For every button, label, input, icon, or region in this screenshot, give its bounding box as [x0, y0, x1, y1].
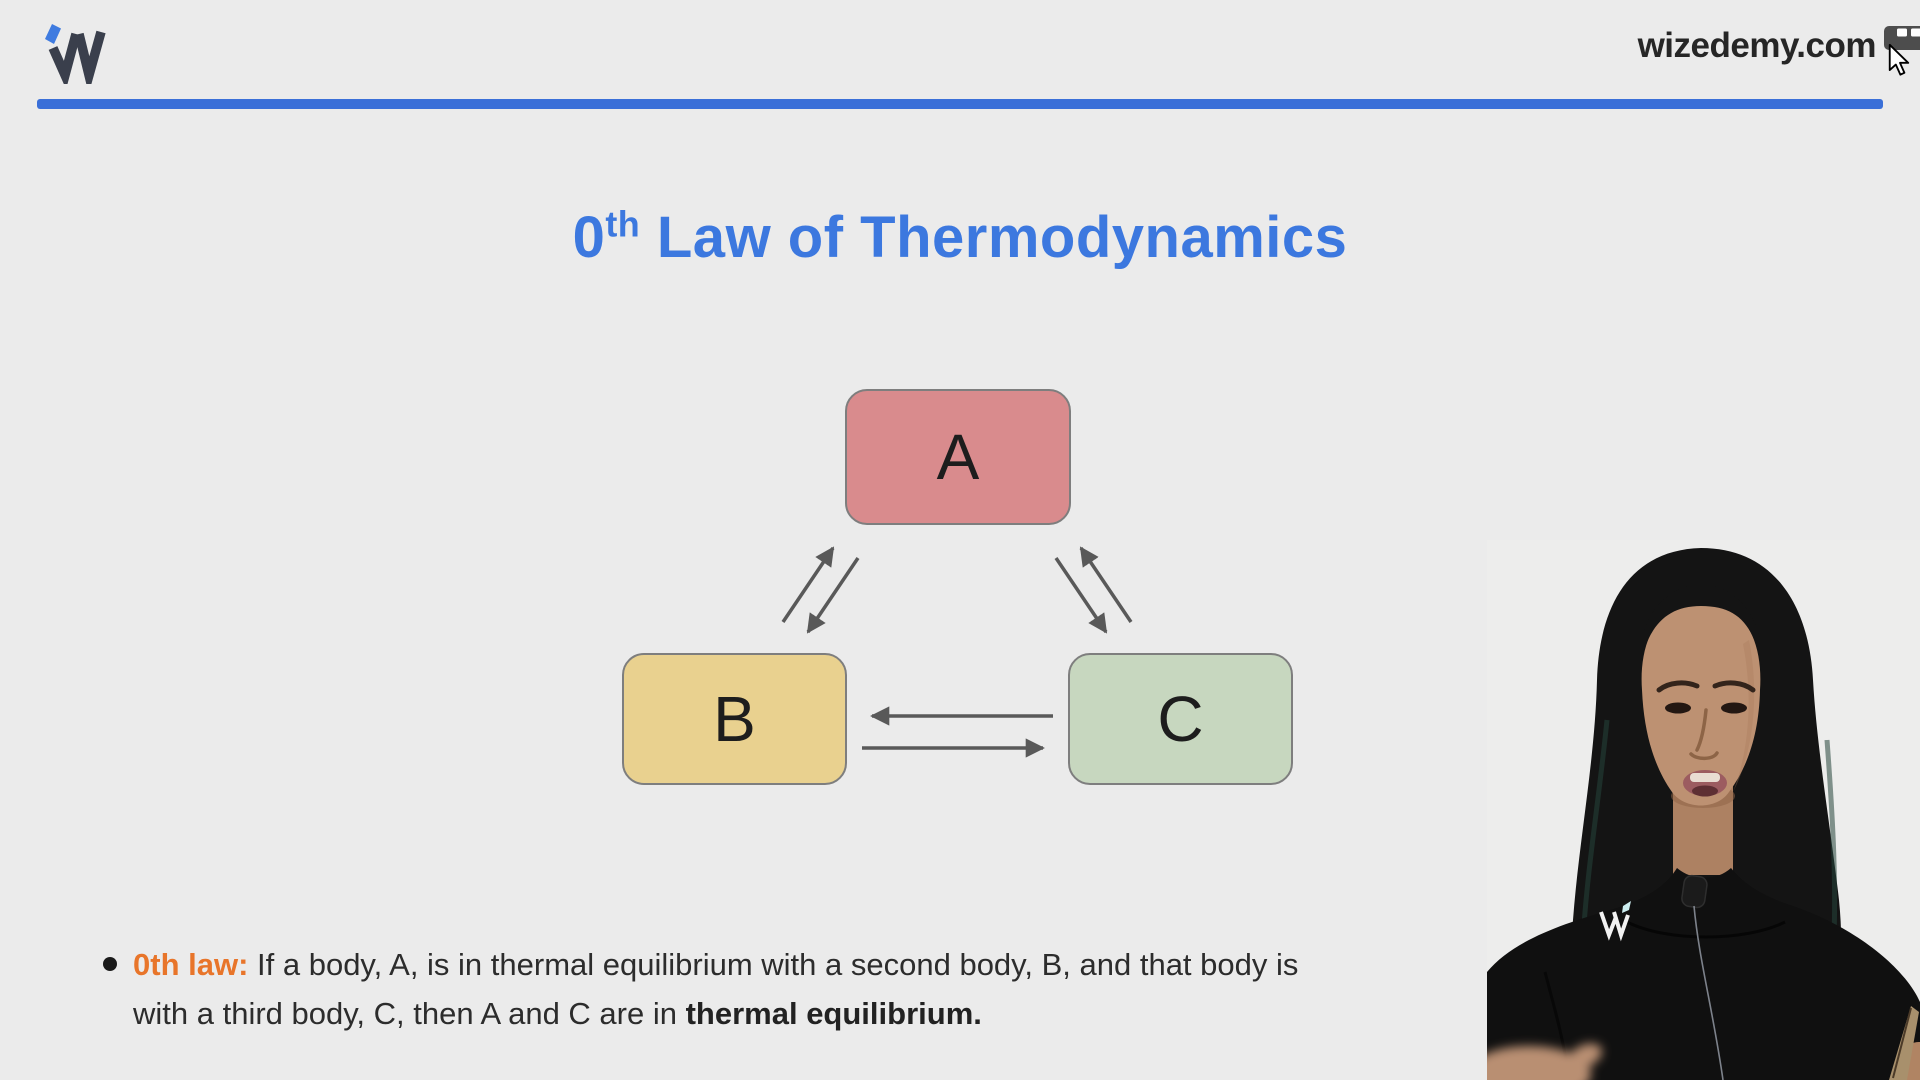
bullet-line-2: with a third body, C, then A and C are i…	[133, 989, 1298, 1038]
node-A-label: A	[936, 421, 980, 493]
diagram-node-C: C	[1068, 653, 1293, 785]
lavalier-mic-icon	[1681, 874, 1724, 1080]
arrow-a-to-c	[1054, 557, 1108, 634]
title-text: Law of Thermodynamics	[640, 205, 1348, 270]
hair-highlight-left	[1580, 719, 1610, 941]
brand-text: wizedemy.com	[1637, 26, 1877, 65]
presenter-face	[1641, 602, 1761, 806]
presenter-hand-left	[1487, 1043, 1602, 1080]
logo-w-stroke-right	[74, 30, 106, 84]
arrow-c-to-a	[1079, 546, 1133, 623]
left-eyebrow	[1656, 680, 1700, 693]
mouse-cursor-icon	[1888, 44, 1910, 76]
title-number: 0	[572, 205, 606, 270]
presenter-hand-right	[1889, 1006, 1920, 1080]
arrow-a-to-b	[806, 557, 860, 634]
node-C-label: C	[1157, 683, 1204, 755]
bullet-marker	[103, 957, 117, 971]
bullet-line-1: 0th law: If a body, A, is in thermal equ…	[133, 940, 1298, 989]
video-controls-icon[interactable]	[1884, 26, 1920, 52]
face-shading	[1733, 640, 1755, 792]
bullet-lead: 0th law:	[133, 947, 249, 982]
mouth-inner	[1692, 785, 1718, 797]
logo-blue-accent	[45, 24, 61, 44]
diagram-node-A: A	[845, 389, 1071, 525]
arrow-b-to-a	[781, 546, 835, 623]
bullet-line1-text: If a body, A, is in thermal equilibrium …	[248, 947, 1299, 982]
left-eye	[1665, 702, 1691, 714]
logo-w-stroke-left	[48, 32, 81, 84]
node-B-label: B	[713, 683, 756, 755]
diagram-node-B: B	[622, 653, 847, 785]
right-eye	[1721, 702, 1747, 714]
bullet-item: 0th law: If a body, A, is in thermal equ…	[103, 940, 1298, 1038]
presenter	[1487, 548, 1920, 1080]
right-eyebrow	[1712, 680, 1756, 693]
header-rule	[37, 99, 1883, 109]
bullet-line2-text: with a third body, C, then A and C are i…	[133, 996, 686, 1031]
presenter-nose	[1689, 708, 1719, 761]
wizedemy-logo-icon	[45, 24, 106, 84]
bullet-text: 0th law: If a body, A, is in thermal equ…	[133, 940, 1298, 1038]
hoodie-fold	[1626, 920, 1786, 939]
bullet-line2-bold: thermal equilibrium.	[685, 996, 982, 1031]
presenter-teeth	[1690, 773, 1720, 782]
slide-title: 0th Law of Thermodynamics	[0, 206, 1920, 270]
presenter-hairline	[1638, 584, 1764, 672]
webcam-overlay	[1487, 540, 1920, 1080]
title-superscript: th	[605, 203, 641, 245]
hoodie-logo-icon	[1599, 901, 1631, 942]
